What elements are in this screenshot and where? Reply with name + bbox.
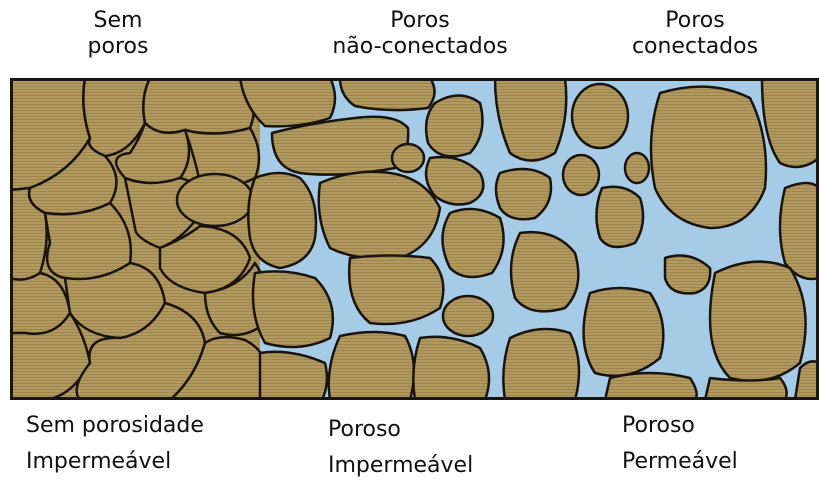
label-no-pores-line1: Sem [48, 8, 188, 34]
label-porous-permeable-line1: Poroso [622, 408, 738, 444]
label-connected-pores-line2: conectados [605, 34, 785, 60]
label-no-porosity-line2: Impermeável [26, 444, 204, 480]
grain [596, 187, 643, 247]
grain [443, 296, 493, 336]
label-connected-pores-line1: Poros [605, 8, 785, 34]
grain [426, 96, 482, 157]
grain [503, 329, 579, 400]
grain [651, 87, 766, 228]
label-no-pores: Sem poros [48, 8, 188, 60]
grain [572, 84, 628, 148]
label-connected-pores: Poros conectados [605, 8, 785, 60]
grain [496, 169, 551, 219]
grain [780, 183, 819, 279]
label-unconnected-pores: Poros não-conectados [300, 8, 540, 60]
grain [349, 256, 443, 325]
grain [392, 144, 424, 172]
grain [625, 153, 649, 183]
label-no-pores-line2: poros [48, 34, 188, 60]
label-porous-permeable-line2: Permeável [622, 444, 738, 480]
grain [563, 155, 599, 195]
label-porous-impermeable: Poroso Impermeável [328, 412, 473, 484]
label-porous-impermeable-line1: Poroso [328, 412, 473, 448]
grain [710, 262, 806, 381]
grain [329, 332, 414, 400]
grain [605, 373, 697, 400]
grain [319, 172, 440, 258]
label-porous-permeable: Poroso Permeável [622, 408, 738, 480]
label-unconnected-pores-line2: não-conectados [300, 34, 540, 60]
label-no-porosity: Sem porosidade Impermeável [26, 408, 204, 480]
grain [443, 209, 504, 277]
grain [45, 203, 131, 279]
grain [584, 288, 664, 376]
porosity-diagram [10, 78, 819, 400]
grain [260, 352, 327, 400]
grain [705, 378, 787, 400]
grain [143, 78, 254, 134]
label-unconnected-pores-line1: Poros [300, 8, 540, 34]
grain [340, 78, 435, 110]
grain [177, 174, 253, 226]
grain [253, 271, 333, 347]
grain [413, 337, 489, 400]
grain [248, 173, 316, 268]
label-no-porosity-line1: Sem porosidade [26, 408, 204, 444]
label-porous-impermeable-line2: Impermeável [328, 448, 473, 484]
